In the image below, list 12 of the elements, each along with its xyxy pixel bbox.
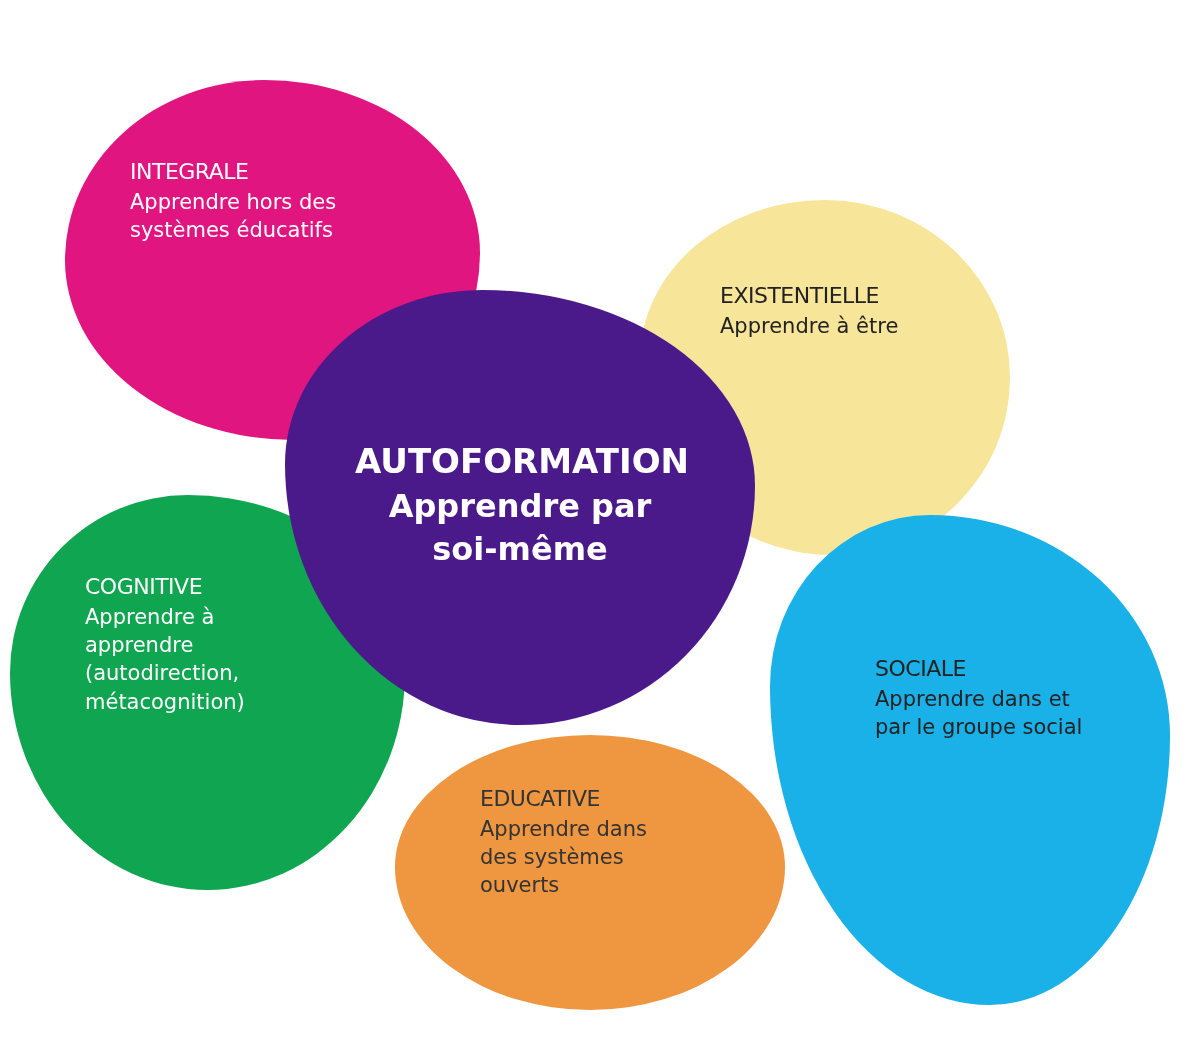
blob-heading: AUTOFORMATION bbox=[355, 440, 685, 483]
blob-heading: SOCIALE bbox=[875, 655, 967, 683]
blob-heading: INTEGRALE bbox=[130, 158, 250, 186]
blob-heading: EXISTENTIELLE bbox=[720, 282, 880, 310]
blob-description: Apprendre dans des systèmes ouverts bbox=[480, 815, 648, 900]
blob-description: Apprendre hors des systèmes éducatifs bbox=[130, 188, 338, 244]
blob-heading: EDUCATIVE bbox=[480, 785, 602, 813]
blob-description: Apprendre dans et par le groupe social bbox=[875, 685, 1084, 741]
blob-description: Apprendre à apprendre (autodirection, métacognition) bbox=[85, 603, 246, 716]
blob-description: Apprendre à être bbox=[720, 312, 900, 340]
blob-description: Apprendre par soi-même bbox=[387, 485, 653, 570]
blob-heading: COGNITIVE bbox=[85, 573, 204, 601]
